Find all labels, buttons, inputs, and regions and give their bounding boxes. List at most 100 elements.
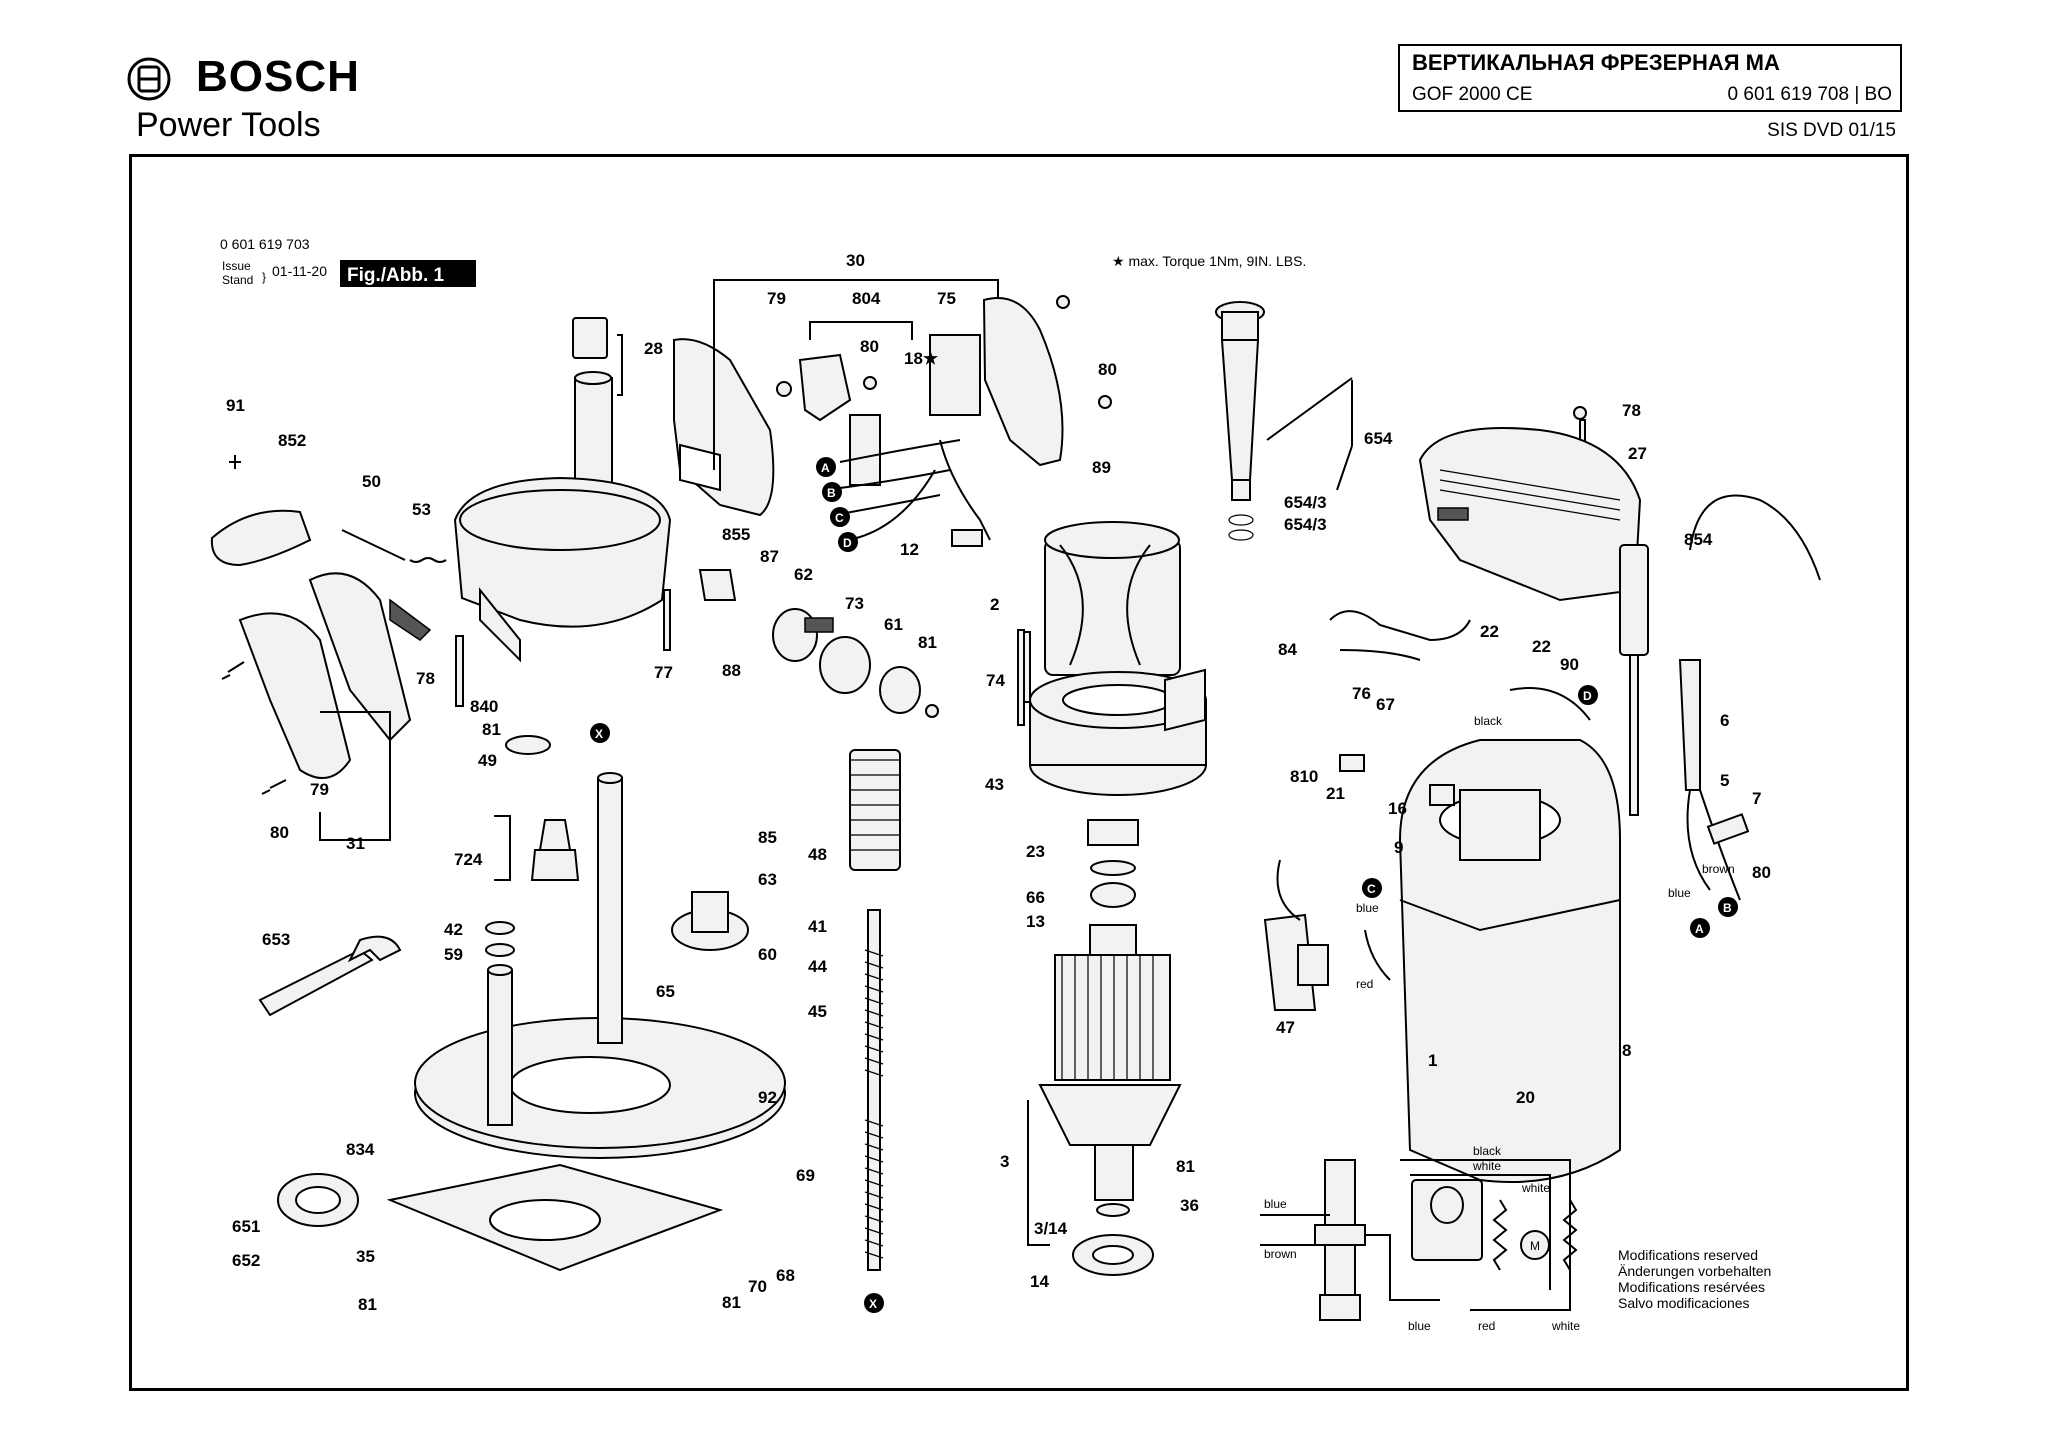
callout-48: 48 <box>808 845 827 864</box>
marker-b-right: B <box>1718 897 1738 917</box>
callout-76: 76 <box>1352 684 1371 703</box>
callout-9: 9 <box>1394 838 1403 857</box>
callout-804: 804 <box>852 289 881 308</box>
callout-69: 69 <box>796 1166 815 1185</box>
callout-75: 75 <box>937 289 956 308</box>
svg-text:X: X <box>595 727 603 741</box>
marker-b-left: B <box>822 482 842 502</box>
modifications-de: Änderungen vorbehalten <box>1618 1263 1771 1279</box>
sub-base-plate <box>386 1163 724 1272</box>
callout-79a: 79 <box>767 289 786 308</box>
field-coil <box>1044 521 1181 676</box>
callout-66: 66 <box>1026 888 1045 907</box>
connection-markers: A B C D D C A B X X <box>590 457 1738 1313</box>
callout-834: 834 <box>346 1140 375 1159</box>
callout-41: 41 <box>808 917 827 936</box>
figure-code: 0 601 619 703 <box>220 236 310 252</box>
motor-housing-top <box>1029 668 1207 796</box>
collet-nut <box>530 819 580 881</box>
callout-61: 61 <box>884 615 903 634</box>
callout-80c: 80 <box>270 823 289 842</box>
callout-62: 62 <box>794 565 813 584</box>
wire-label-brown: brown <box>1264 1247 1297 1261</box>
callout-18: 18★ <box>904 349 939 368</box>
part-number: 0 601 619 708 | BO <box>1727 84 1892 105</box>
marker-c-left: C <box>830 507 850 527</box>
callout-92: 92 <box>758 1088 777 1107</box>
callout-84: 84 <box>1278 640 1297 659</box>
callout-70: 70 <box>748 1277 767 1296</box>
marker-a-right: A <box>1690 918 1710 938</box>
wire-label-black-main: black <box>1474 714 1503 728</box>
bosch-logo-icon <box>127 57 171 101</box>
svg-text:C: C <box>1367 882 1376 896</box>
callout-652: 652 <box>232 1251 260 1270</box>
wire-label-white-mid: white <box>1521 1181 1550 1195</box>
housing-screw-74 <box>1017 629 1025 726</box>
callout-50: 50 <box>362 472 381 491</box>
wiring-harness <box>839 439 991 547</box>
wiring-diagram: M black white white blue brown blue red … <box>1260 1144 1580 1333</box>
svg-text:B: B <box>1723 901 1732 915</box>
switch-47 <box>1263 913 1329 1011</box>
callout-7: 7 <box>1752 789 1761 808</box>
brand-subtitle: Power Tools <box>136 106 321 144</box>
callout-6543b: 654/3 <box>1284 515 1327 534</box>
wrench <box>258 935 402 1017</box>
callout-5: 5 <box>1720 771 1729 790</box>
callout-653: 653 <box>262 930 290 949</box>
marker-a-left: A <box>816 457 836 477</box>
wire-label-red-bottom: red <box>1478 1319 1495 1333</box>
callout-43: 43 <box>985 775 1004 794</box>
rings <box>485 735 551 957</box>
callout-81e: 81 <box>358 1295 377 1314</box>
callout-13: 13 <box>1026 912 1045 931</box>
depth-stop <box>277 1173 359 1227</box>
svg-text:A: A <box>1695 922 1704 936</box>
svg-text:A: A <box>821 461 830 475</box>
switch-assembly <box>798 334 981 486</box>
callout-1: 1 <box>1428 1051 1437 1070</box>
callout-59: 59 <box>444 945 463 964</box>
wire-label-blue-main: blue <box>1356 901 1379 915</box>
callout-30: 30 <box>846 251 865 270</box>
callout-85: 85 <box>758 828 777 847</box>
side-cover-left <box>982 297 1064 467</box>
wire-label-red-main: red <box>1356 977 1373 991</box>
callout-65: 65 <box>656 982 675 1001</box>
motor-symbol: M <box>1530 1239 1540 1253</box>
brush-holder-group <box>1276 610 1591 981</box>
callout-79b: 79 <box>310 780 329 799</box>
callout-87: 87 <box>760 547 779 566</box>
top-cover <box>1418 427 1642 602</box>
wire-label-brown-cable: brown <box>1702 862 1735 876</box>
threaded-rod <box>864 909 884 1271</box>
gear-group <box>698 569 921 714</box>
callout-89: 89 <box>1092 458 1111 477</box>
wire-label-blue-cable: blue <box>1668 886 1691 900</box>
bearing-stack <box>1087 819 1139 908</box>
group-brackets <box>319 279 1353 1246</box>
sis-reference: SIS DVD 01/15 <box>1767 120 1896 141</box>
callout-68: 68 <box>776 1266 795 1285</box>
callout-88: 88 <box>722 661 741 680</box>
callout-27: 27 <box>1628 444 1647 463</box>
callout-35: 35 <box>356 1247 375 1266</box>
callout-49: 49 <box>478 751 497 770</box>
callout-6543a: 654/3 <box>1284 493 1327 512</box>
issue-date: 01-11-20 <box>272 263 327 279</box>
callout-22a: 22 <box>1480 622 1499 641</box>
svg-text:}: } <box>262 270 266 284</box>
callout-78b: 78 <box>416 669 435 688</box>
stand-label: Stand <box>222 273 253 287</box>
callout-28: 28 <box>644 339 663 358</box>
callout-14: 14 <box>1030 1272 1049 1291</box>
callout-42: 42 <box>444 920 463 939</box>
callout-22b: 22 <box>1532 637 1551 656</box>
callout-21: 21 <box>1326 784 1345 803</box>
motor-housing <box>1398 739 1621 1183</box>
wire-label-blue-bottom: blue <box>1408 1319 1431 1333</box>
cable-assembly <box>1619 494 1821 901</box>
